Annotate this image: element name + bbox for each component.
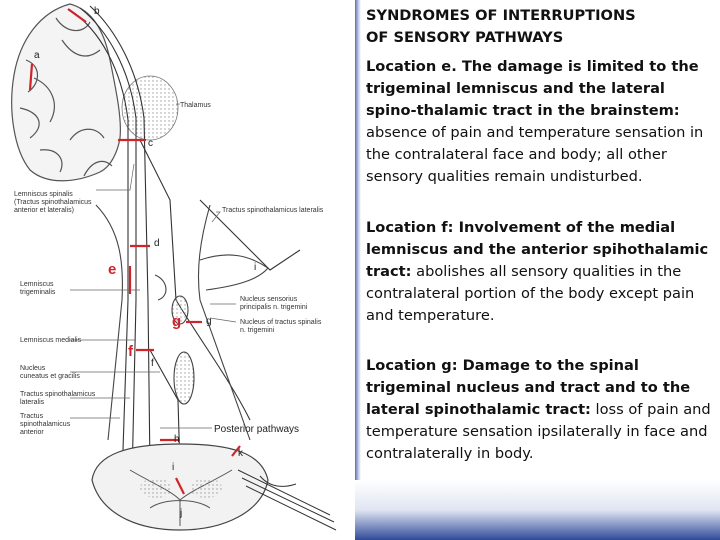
panel-bottom-gradient <box>355 480 720 540</box>
paragraph-location-e: Location e. The damage is limited to the… <box>366 56 712 188</box>
label-d: d <box>154 238 160 249</box>
label-c: c <box>148 138 153 149</box>
location-e-lead: Location e. The damage is limited to the… <box>366 58 699 119</box>
label-h: h <box>174 434 180 445</box>
thalamus-shape <box>121 75 179 141</box>
label-lemniscus-spinalis-2: (Tractus spinothalamicus <box>14 199 92 206</box>
spinal-cord-section <box>91 443 337 531</box>
brainstem-outline <box>95 204 269 441</box>
label-i-upper: i <box>254 262 256 273</box>
paragraph-location-f: Location f: Involvement of the medial le… <box>366 217 712 327</box>
text-panel: SYNDROMES OF INTERRUPTIONS OF SENSORY PA… <box>355 0 720 540</box>
label-e: e <box>108 261 116 278</box>
label-f: f <box>128 343 134 360</box>
label-lemniscus-spinalis-3: anterior et lateralis) <box>14 207 74 214</box>
label-nucleus-cuneatus-2: cuneatus et gracilis <box>20 373 80 380</box>
sensory-pathways-diagram: b a c d g f h i j k i e g f Thalamus Lem… <box>11 3 337 531</box>
location-g-body: loss of pain and temperature sensation i… <box>366 401 711 462</box>
label-f-small: f <box>151 358 154 369</box>
location-g-lead: Location g: Damage to the spinal trigemi… <box>366 357 691 418</box>
panel-edge-shade <box>355 0 361 540</box>
label-tractus-sp-anterior-2: spinothalamicus <box>20 421 71 428</box>
label-tractus-sp-anterior-3: anterior <box>20 429 44 436</box>
label-g: g <box>172 313 181 330</box>
letter-labels: b a c d g f h i j k i <box>34 6 256 519</box>
leader-lines <box>70 103 237 429</box>
label-tractus-spinothalamicus-lateralis: Tractus spinothalamicus lateralis <box>222 207 324 214</box>
label-lemniscus-spinalis: Lemniscus spinalis <box>14 191 73 198</box>
highlighted-letters: e g f <box>108 261 181 360</box>
anatomy-labels: Thalamus Lemniscus spinalis (Tractus spi… <box>14 102 324 436</box>
lesion-b <box>67 8 87 23</box>
label-j: j <box>179 508 182 519</box>
label-k: k <box>238 448 244 459</box>
lesion-a <box>28 63 34 91</box>
location-e-body: absence of pain and temperature sensatio… <box>366 124 704 185</box>
cerebral-hemisphere <box>11 3 121 182</box>
label-lemniscus-medialis: Lemniscus medialis <box>20 337 82 344</box>
lesion-i <box>175 477 185 495</box>
label-i: i <box>172 462 174 473</box>
label-lemniscus-trigeminalis: Lemniscus <box>20 281 54 288</box>
title-line-1: SYNDROMES OF INTERRUPTIONS <box>366 7 636 24</box>
label-g-small: g <box>206 316 212 327</box>
paragraph-location-g: Location g: Damage to the spinal trigemi… <box>366 355 712 465</box>
location-f-lead: Location f: Involvement of the medial le… <box>366 219 709 280</box>
title-line-2: OF SENSORY PATHWAYS <box>366 29 564 46</box>
lesion-k <box>231 445 241 457</box>
label-nucleus-tractus-spinalis-2: n. trigemini <box>240 327 275 334</box>
label-nucleus-tractus-spinalis: Nucleus of tractus spinalis <box>240 319 322 326</box>
label-b: b <box>94 6 100 17</box>
location-f-body: abolishes all sensory qualities in the c… <box>366 263 695 324</box>
label-lemniscus-trigeminalis-2: trigeminalis <box>20 289 56 296</box>
label-tractus-sp-anterior: Tractus <box>20 413 44 420</box>
label-tractus-sp-lateralis-2: lateralis <box>20 399 45 406</box>
label-nucleus-sensorius: Nucleus sensorius <box>240 296 298 303</box>
label-nucleus-sensorius-2: principalis n. trigemini <box>240 304 308 311</box>
label-tractus-sp-lateralis: Tractus spinothalamicus <box>20 391 96 398</box>
label-posterior-pathways: Posterior pathways <box>214 424 299 435</box>
lesion-markers <box>28 8 241 495</box>
label-a: a <box>34 50 40 61</box>
slide-title: SYNDROMES OF INTERRUPTIONS OF SENSORY PA… <box>366 5 712 49</box>
label-thalamus: Thalamus <box>180 102 211 109</box>
label-nucleus-cuneatus: Nucleus <box>20 365 46 372</box>
